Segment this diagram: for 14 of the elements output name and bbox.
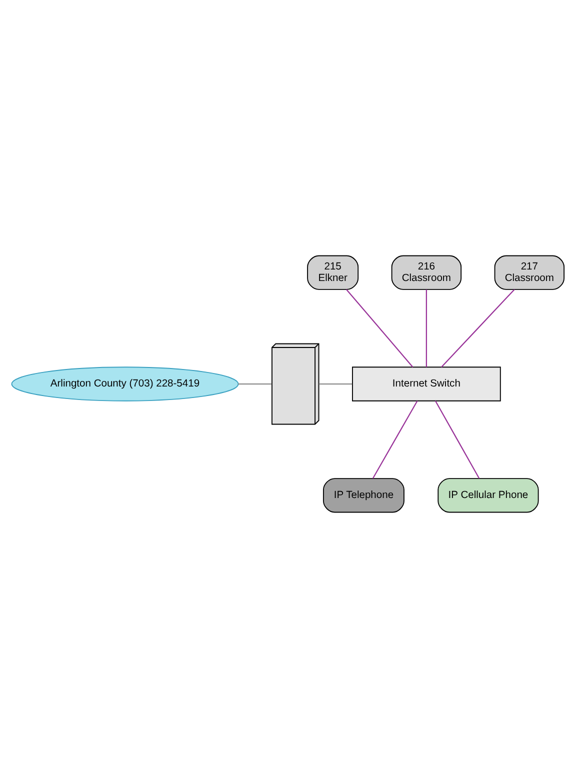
node-ellipse: Arlington County (703) 228-5419 xyxy=(11,366,239,402)
connector xyxy=(238,383,272,385)
node-box: Internet Switch xyxy=(352,366,501,402)
connector xyxy=(434,400,480,479)
connector xyxy=(372,400,418,479)
node-box: 216 Classroom xyxy=(391,255,462,290)
connector xyxy=(426,289,427,368)
connector xyxy=(441,289,515,368)
connector xyxy=(318,383,352,385)
connector xyxy=(346,289,414,368)
node-box: IP Telephone xyxy=(322,478,404,513)
node-box: IP Cellular Phone xyxy=(438,478,539,513)
node-box: 217 Classroom xyxy=(494,255,565,290)
node-box: 215 Elkner xyxy=(307,255,359,290)
